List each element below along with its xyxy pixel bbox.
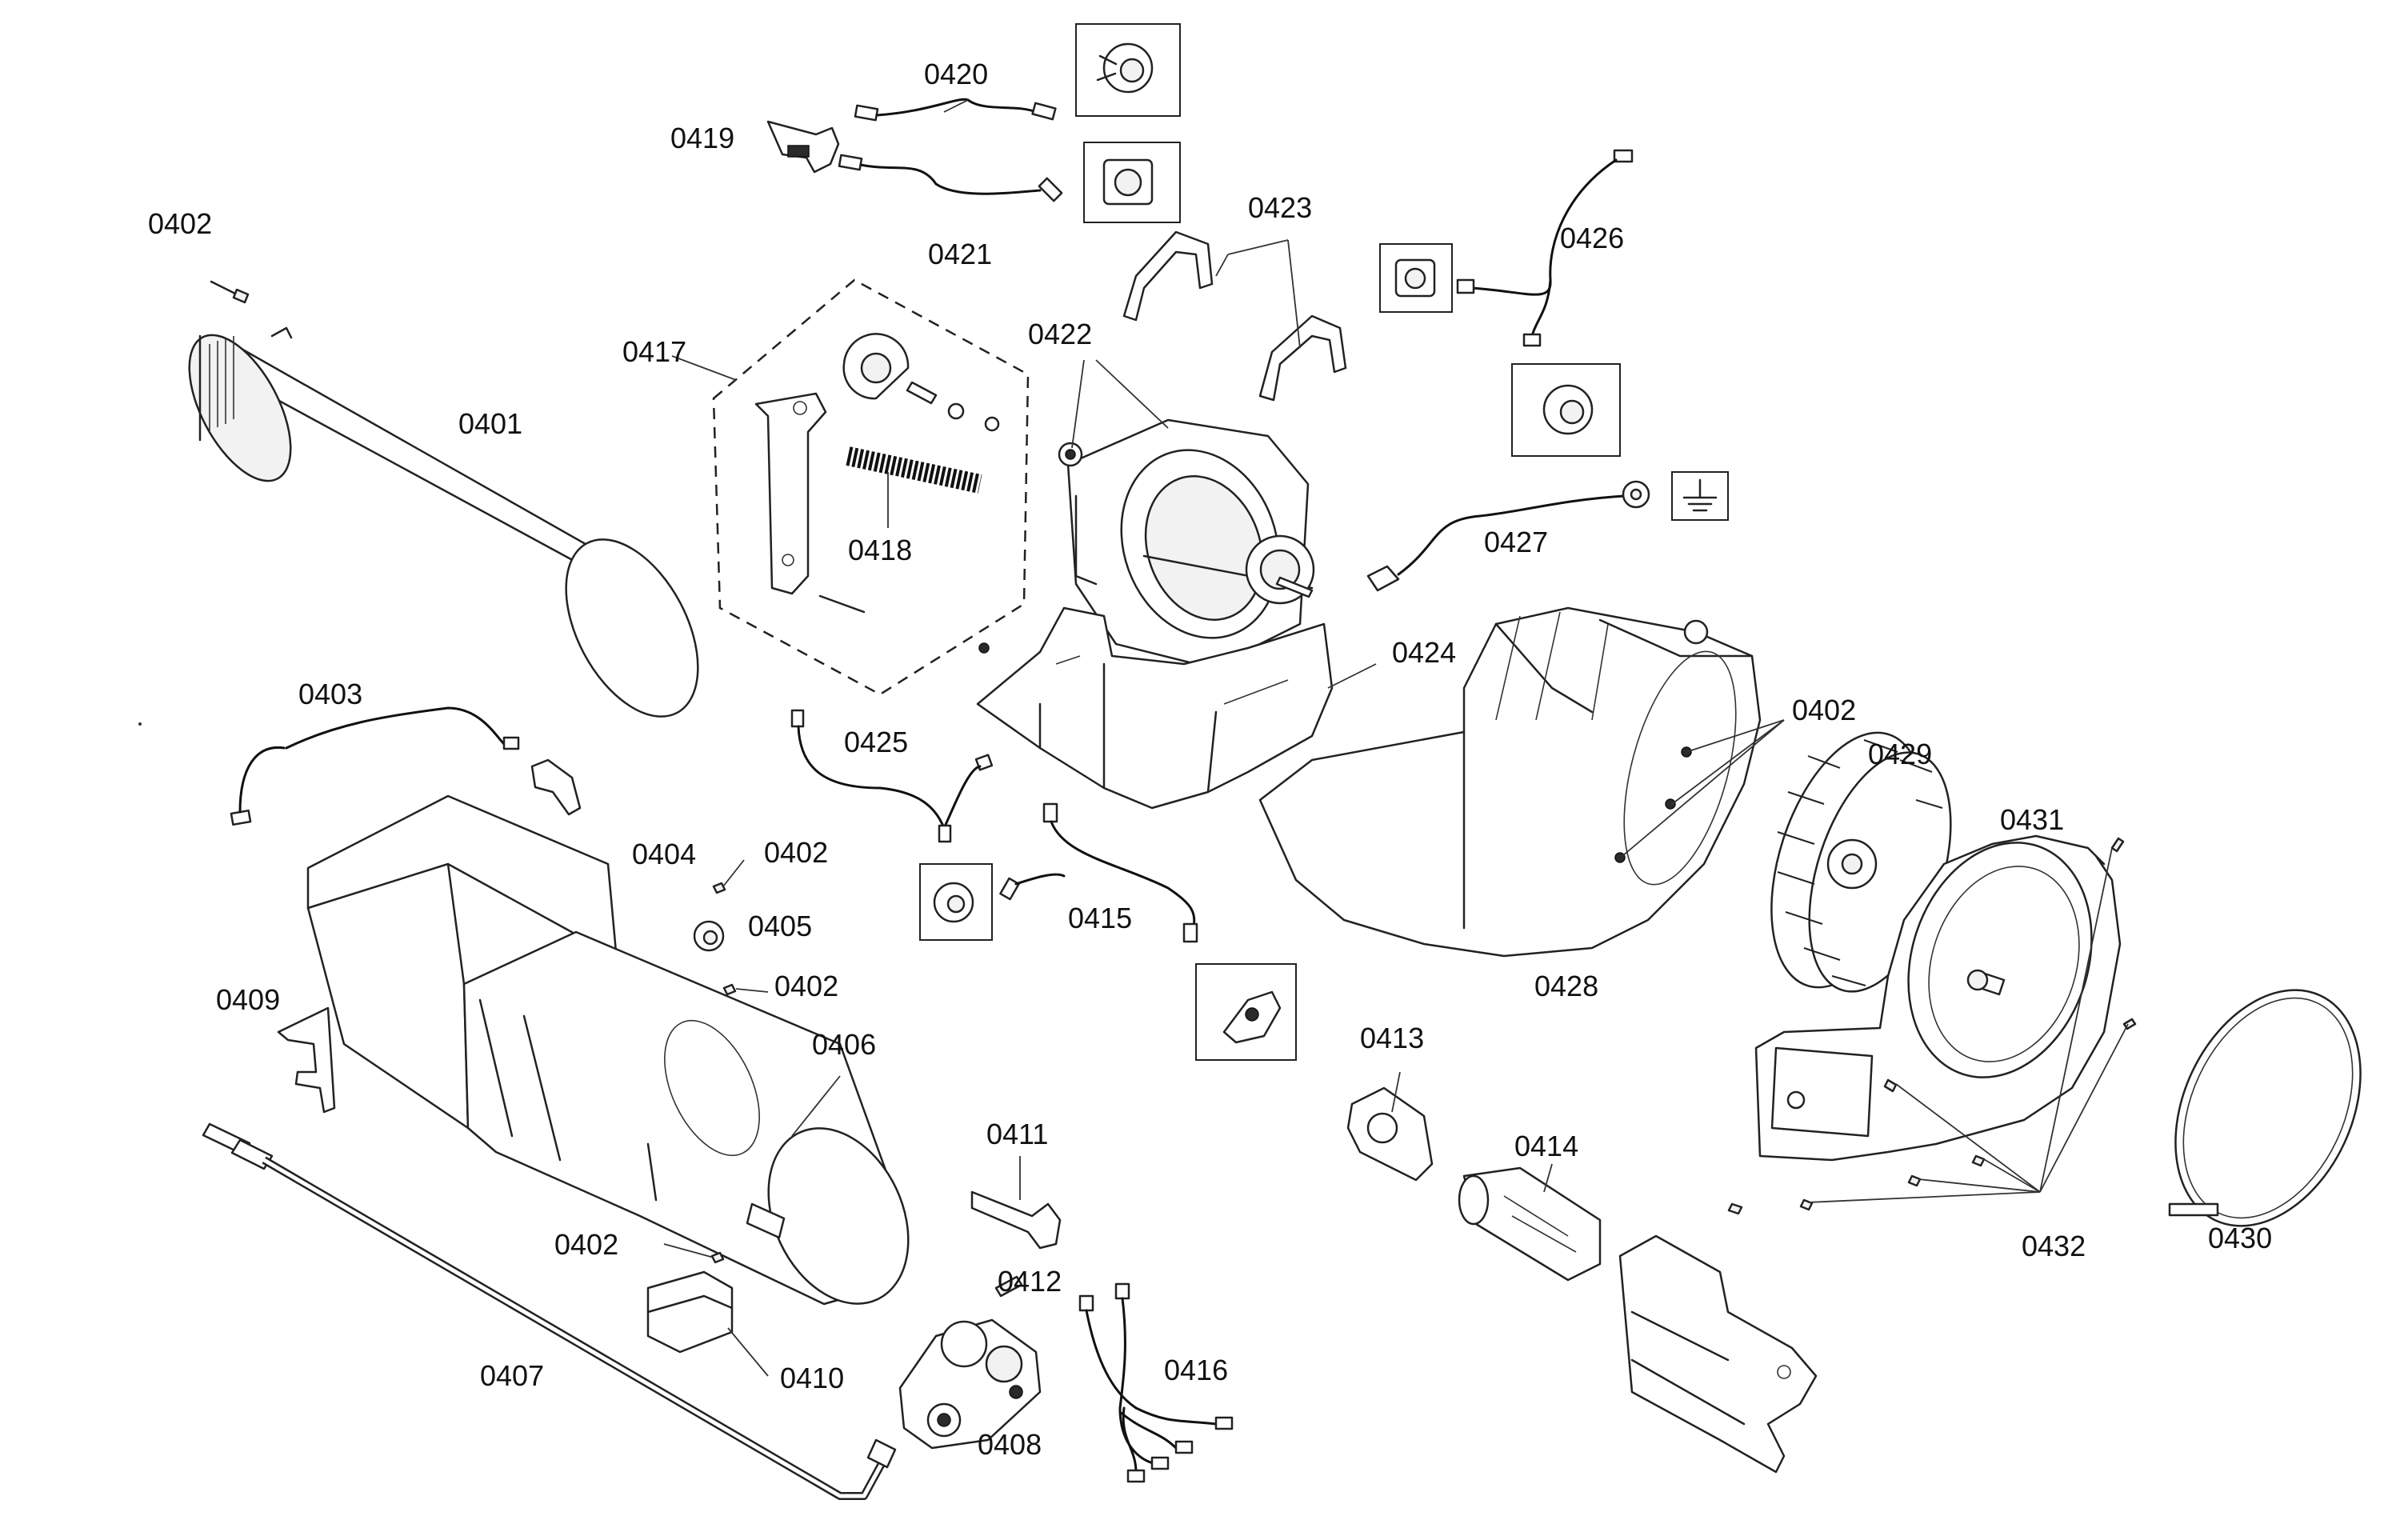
label-0422: 0422 <box>1028 318 1092 350</box>
label-0408: 0408 <box>978 1428 1042 1461</box>
label-0409: 0409 <box>216 983 280 1016</box>
drive-belt-0430 <box>2168 989 2362 1227</box>
exhaust-duct-0401 <box>188 326 699 718</box>
motor-mount-0424 <box>976 606 1334 810</box>
wire-harness-0420 <box>854 98 1057 122</box>
label-0401: 0401 <box>458 407 522 440</box>
spring-0418 <box>846 446 982 494</box>
wire-harness-0416 <box>1078 1282 1234 1483</box>
coil-0410 <box>646 1251 734 1354</box>
label-0416: 0416 <box>1164 1354 1228 1386</box>
bracket-0409 <box>277 1006 336 1114</box>
label-0402-right: 0402 <box>1792 694 1856 726</box>
blower-cover-0431 <box>1754 834 2122 1162</box>
label-0410: 0410 <box>780 1362 844 1394</box>
screw-0402-b <box>722 983 737 996</box>
wire-0426 <box>1456 149 1634 347</box>
label-0425: 0425 <box>844 726 908 758</box>
mounting-bracket <box>1618 1234 1818 1474</box>
ground-wire-0427 <box>1366 480 1650 592</box>
label-0427: 0427 <box>1484 526 1548 558</box>
label-0420: 0420 <box>924 58 988 90</box>
drive-motor-0422 <box>1058 418 1315 670</box>
label-0407: 0407 <box>480 1359 544 1392</box>
wire-0403 <box>230 706 582 826</box>
label-0413: 0413 <box>1360 1022 1424 1054</box>
label-0430: 0430 <box>2208 1222 2272 1254</box>
screw-0402-top-left <box>210 280 250 304</box>
sensor-0411 <box>970 1190 1062 1250</box>
label-0406: 0406 <box>812 1028 876 1061</box>
label-0417: 0417 <box>622 335 686 368</box>
inset-thermostat-0426-b <box>1511 363 1621 457</box>
screw-0402-a <box>712 882 726 894</box>
label-0412: 0412 <box>998 1265 1062 1298</box>
inset-thermostat-0421 <box>1083 142 1181 223</box>
label-0402-bottom: 0402 <box>554 1228 618 1261</box>
label-0426: 0426 <box>1560 222 1624 254</box>
motor-clip-0423-a <box>1122 230 1214 322</box>
inset-thermostat-0420 <box>1075 23 1181 117</box>
inset-ground-symbol-0427 <box>1671 471 1729 521</box>
bracket-0413 <box>1346 1086 1434 1182</box>
label-0403: 0403 <box>298 678 362 710</box>
label-0404: 0404 <box>632 838 696 870</box>
switch-0419 <box>766 120 840 174</box>
inset-valve-0415 <box>1195 963 1297 1061</box>
igniter-0414 <box>1458 1166 1602 1282</box>
label-0405: 0405 <box>748 910 812 942</box>
inset-thermostat-0426-a <box>1379 243 1453 313</box>
blower-housing-0428 <box>1258 606 1762 958</box>
label-0415: 0415 <box>1068 902 1132 934</box>
label-0432: 0432 <box>2022 1230 2086 1262</box>
leader-lines <box>663 99 2129 1377</box>
label-0428: 0428 <box>1534 970 1598 1002</box>
wire-0415 <box>999 802 1198 943</box>
label-0418: 0418 <box>848 534 912 566</box>
screw-0412 <box>994 1275 1023 1298</box>
motor-clip-0423-b <box>1258 314 1347 402</box>
label-0411: 0411 <box>986 1118 1048 1150</box>
idler-assembly-0417 <box>712 278 1030 696</box>
gas-pipe-0407 <box>202 1122 897 1500</box>
label-0419: 0419 <box>670 122 734 154</box>
label-0402-mid-b: 0402 <box>774 970 838 1002</box>
wire-harness-0421 <box>838 154 1063 202</box>
inset-switch-0425 <box>919 863 993 941</box>
label-0414: 0414 <box>1514 1130 1578 1162</box>
label-0423: 0423 <box>1248 191 1312 224</box>
wire-0425 <box>790 709 994 843</box>
label-0402-top-left: 0402 <box>148 207 212 240</box>
label-0421: 0421 <box>928 238 992 270</box>
label-0431: 0431 <box>2000 803 2064 836</box>
thermostat-0405 <box>693 920 725 952</box>
burner-housing-0406 <box>306 794 910 1306</box>
part-number-labels: 0402 0401 0417 0418 0419 0420 0421 0422 … <box>148 58 2272 1461</box>
label-0429: 0429 <box>1868 738 1932 770</box>
label-0424: 0424 <box>1392 636 1456 669</box>
gas-valve-0408 <box>898 1318 1042 1450</box>
label-0402-mid-a: 0402 <box>764 836 828 869</box>
stray-dot <box>138 722 142 726</box>
